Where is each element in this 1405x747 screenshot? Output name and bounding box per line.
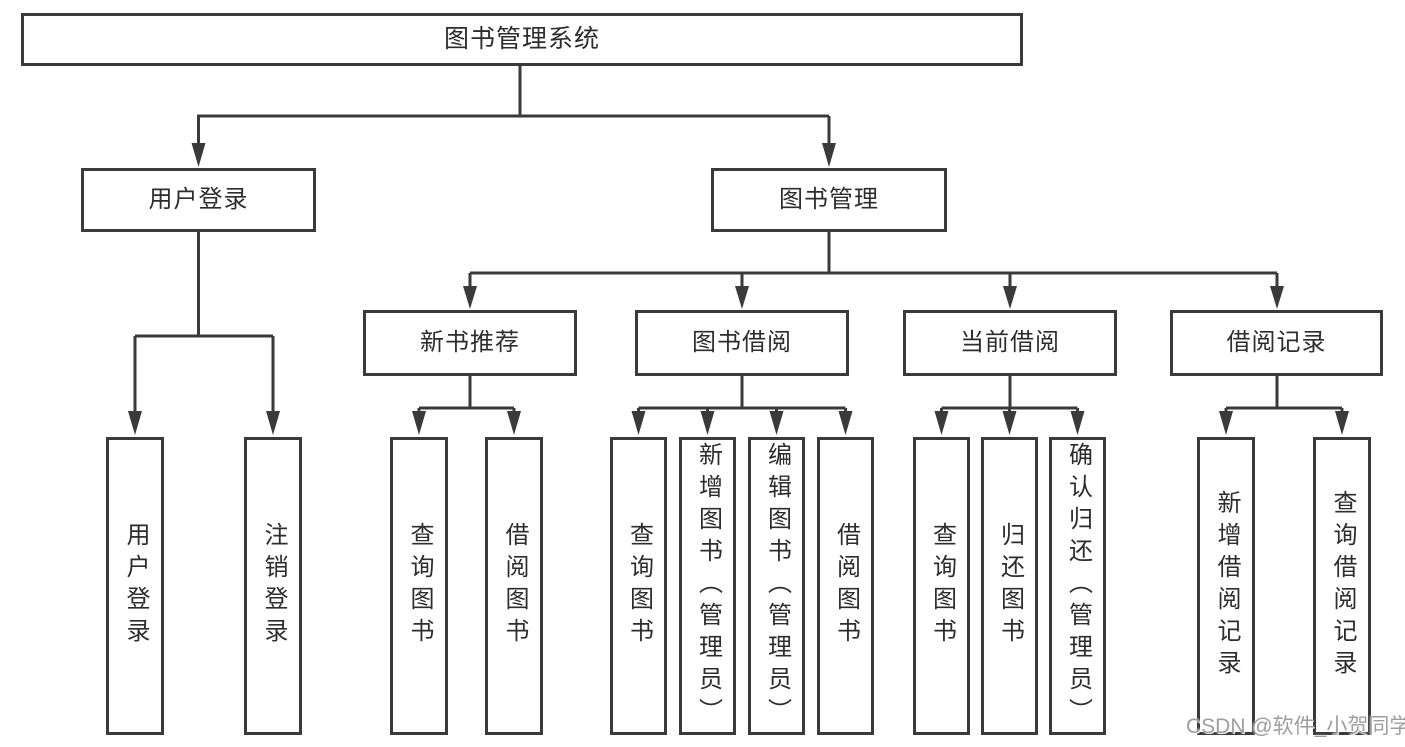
connector-shafts	[133, 66, 1344, 414]
leaf-borrow-add-label: 新增图书（管理员）	[694, 442, 722, 730]
arrowhead	[735, 286, 749, 309]
arrowhead	[700, 411, 715, 435]
leaf-current-query: 查询图书	[913, 437, 970, 735]
leaf-borrow-edit-label: 编辑图书（管理员）	[763, 442, 791, 730]
node-book-borrow-label: 图书借阅	[692, 329, 792, 356]
arrowhead	[1335, 411, 1349, 435]
arrowhead	[128, 411, 142, 435]
connector-bookmgmt-to-level3	[468, 232, 1279, 289]
connector-root-to-level2	[197, 66, 831, 146]
node-book-mgmt-label: 图书管理	[779, 186, 879, 213]
arrowhead	[1270, 286, 1284, 309]
connector-borrowrecord-to-leaves	[1224, 376, 1344, 414]
node-user-login-label: 用户登录	[148, 186, 249, 213]
leaf-logout-label: 注销登录	[260, 522, 287, 650]
connector-newbook-to-leaves	[417, 376, 516, 414]
leaf-current-confirm: 确认归还（管理员）	[1049, 437, 1106, 735]
arrowhead	[631, 411, 646, 435]
arrowhead	[934, 411, 949, 435]
arrowhead	[463, 286, 477, 309]
node-root: 图书管理系统	[21, 13, 1023, 66]
leaf-current-query-label: 查询图书	[928, 522, 956, 650]
leaf-logout: 注销登录	[244, 437, 302, 735]
arrowhead	[822, 143, 836, 167]
leaf-borrow-query: 查询图书	[610, 437, 667, 735]
leaf-current-return-label: 归还图书	[996, 522, 1024, 650]
leaf-current-confirm-label: 确认归还（管理员）	[1064, 442, 1092, 730]
node-current-borrow: 当前借阅	[903, 310, 1117, 376]
arrowhead	[769, 411, 784, 435]
node-book-mgmt: 图书管理	[711, 168, 947, 232]
leaf-borrow-edit: 编辑图书（管理员）	[748, 437, 805, 735]
arrowhead	[1219, 411, 1233, 435]
leaf-newbook-borrow-label: 借阅图书	[501, 522, 528, 650]
node-current-borrow-label: 当前借阅	[960, 329, 1060, 356]
csdn-watermark: CSDN @软件_小贺同学	[1186, 715, 1405, 738]
leaf-borrow-book-label: 借阅图书	[832, 522, 860, 650]
arrowhead	[1003, 286, 1017, 309]
leaf-record-add-label: 新增借阅记录	[1213, 490, 1240, 682]
arrowhead	[266, 411, 280, 435]
connector-currentborrow-to-leaves	[940, 376, 1079, 414]
leaf-borrow-book: 借阅图书	[817, 437, 874, 735]
node-root-label: 图书管理系统	[443, 25, 600, 53]
leaf-user-login: 用户登录	[106, 437, 164, 735]
connector-arrowheads	[128, 143, 1349, 435]
leaf-record-add: 新增借阅记录	[1197, 437, 1255, 735]
node-borrow-record: 借阅记录	[1170, 310, 1383, 376]
leaf-current-return: 归还图书	[981, 437, 1038, 735]
arrowhead	[1070, 411, 1085, 435]
leaf-newbook-query-label: 查询图书	[406, 522, 433, 650]
node-book-borrow: 图书借阅	[635, 310, 849, 376]
leaf-record-query: 查询借阅记录	[1313, 437, 1371, 735]
arrowhead	[838, 411, 853, 435]
arrowhead	[412, 411, 426, 435]
leaf-record-query-label: 查询借阅记录	[1329, 490, 1356, 682]
leaf-user-login-label: 用户登录	[122, 522, 149, 650]
node-new-book-label: 新书推荐	[420, 329, 520, 356]
arrowhead	[191, 143, 206, 167]
arrowhead	[1002, 411, 1017, 435]
leaf-borrow-add: 新增图书（管理员）	[679, 437, 736, 735]
leaf-newbook-borrow: 借阅图书	[485, 437, 543, 735]
leaf-newbook-query: 查询图书	[390, 437, 448, 735]
node-new-book: 新书推荐	[363, 310, 577, 376]
node-user-login: 用户登录	[81, 168, 316, 232]
node-borrow-record-label: 借阅记录	[1226, 329, 1327, 356]
connector-userlogin-to-leaves	[133, 232, 275, 414]
leaf-borrow-query-label: 查询图书	[625, 522, 653, 650]
arrowhead	[507, 411, 521, 435]
connector-bookborrow-to-leaves	[637, 376, 847, 414]
